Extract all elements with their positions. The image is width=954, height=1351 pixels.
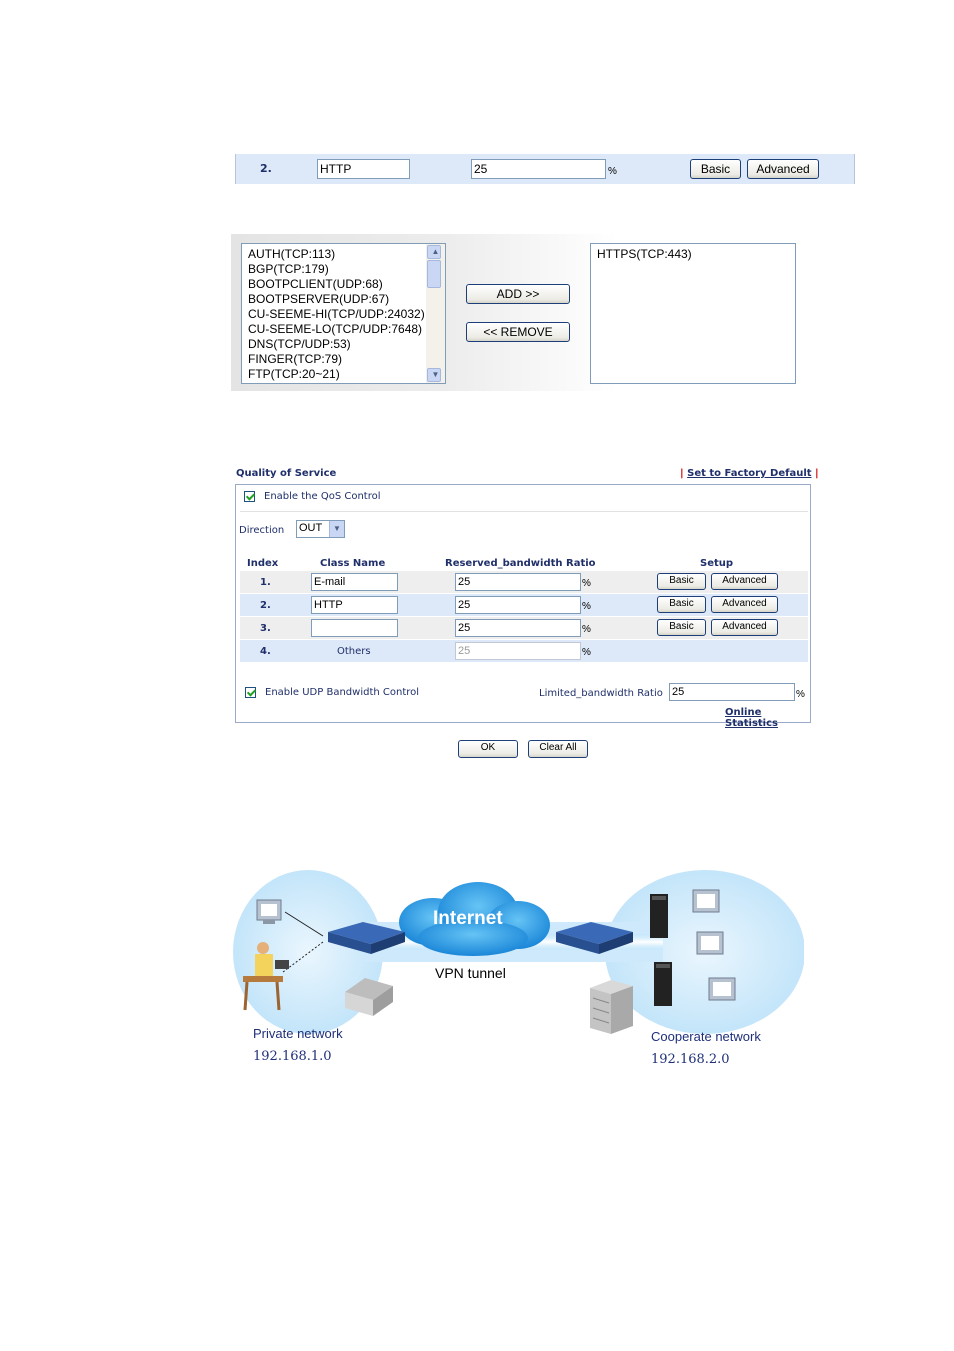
server-icon (650, 894, 668, 938)
private-network-title: Private network (253, 1026, 343, 1041)
cooperate-network-title: Cooperate network (651, 1029, 761, 1044)
list-item[interactable]: FTP(TCP:20~21) (248, 367, 340, 381)
cooperate-network-ip: 192.168.2.0 (651, 1052, 730, 1067)
table-row: 3. 25 % Basic Advanced (240, 617, 808, 639)
advanced-button[interactable]: Advanced (711, 573, 778, 590)
server-icon (654, 962, 672, 1006)
percent-sign: % (582, 647, 591, 658)
service-picker: AUTH(TCP:113)BGP(TCP:179)BOOTPCLIENT(UDP… (231, 234, 617, 391)
percent-sign: % (582, 601, 591, 612)
divider (240, 511, 808, 512)
direction-label: Direction (239, 525, 285, 536)
basic-button[interactable]: Basic (657, 573, 706, 590)
header-class-name: Class Name (320, 558, 386, 569)
house-icon (345, 978, 393, 1016)
monitor-icon (708, 977, 736, 1001)
percent-sign: % (582, 578, 591, 589)
ratio-input-disabled: 25 (455, 642, 581, 660)
monitor-icon (256, 899, 282, 924)
advanced-button[interactable]: Advanced (747, 159, 819, 179)
list-item[interactable]: AUTH(TCP:113) (248, 247, 336, 261)
header-index: Index (247, 558, 279, 569)
class-name-input[interactable]: E-mail (311, 573, 398, 591)
table-row: 4. Others 25 % (240, 640, 808, 662)
list-item[interactable]: BGP(TCP:179) (248, 262, 329, 276)
monitor-icon (692, 889, 720, 913)
basic-button[interactable]: Basic (657, 619, 706, 636)
enable-qos-label: Enable the QoS Control (264, 491, 381, 502)
factory-default-wrap: | Set to Factory Default | (680, 468, 819, 479)
percent-sign: % (582, 624, 591, 635)
list-item[interactable]: HTTPS(TCP:443) (597, 247, 692, 261)
row-index: 4. (260, 646, 271, 657)
vpn-diagram-art (233, 870, 805, 1034)
ratio-input[interactable]: 25 (455, 573, 581, 591)
vpn-diagram: Internet VPN tunnel Private network 192.… (233, 870, 805, 1075)
chevron-down-icon[interactable]: ▼ (329, 521, 344, 537)
server-rack-icon (590, 980, 633, 1034)
list-item[interactable]: CU-SEEME-HI(TCP/UDP:24032) (248, 307, 425, 321)
ratio-input[interactable]: 25 (471, 159, 606, 179)
monitor-icon (696, 931, 724, 955)
limited-ratio-input[interactable]: 25 (669, 683, 795, 701)
available-services-list[interactable]: AUTH(TCP:113)BGP(TCP:179)BOOTPCLIENT(UDP… (241, 243, 446, 384)
online-statistics-link[interactable]: Online Statistics (725, 707, 778, 729)
enable-qos-checkbox[interactable] (244, 491, 255, 502)
header-setup: Setup (700, 558, 734, 569)
router-left-icon (328, 922, 405, 954)
qos-panel: Enable the QoS Control Direction OUT ▼ I… (235, 484, 811, 729)
list-item[interactable]: DNS(TCP/UDP:53) (248, 337, 351, 351)
class-name-input[interactable]: HTTP (311, 596, 398, 614)
basic-button[interactable]: Basic (657, 596, 706, 613)
qos-title: Quality of Service (236, 468, 337, 479)
add-button[interactable]: ADD >> (466, 284, 570, 304)
internet-label: Internet (433, 908, 503, 929)
advanced-button[interactable]: Advanced (711, 619, 778, 636)
advanced-button[interactable]: Advanced (711, 596, 778, 613)
row-index: 2. (260, 162, 272, 175)
list-item[interactable]: FINGER(TCP:79) (248, 352, 343, 366)
percent-sign: % (608, 166, 617, 177)
list-scrollbar[interactable]: ▲ ▼ (426, 244, 445, 383)
selected-services-list[interactable]: HTTPS(TCP:443) (590, 243, 796, 384)
ratio-input[interactable]: 25 (455, 619, 581, 637)
router-right-icon (556, 922, 633, 954)
row-index: 3. (260, 623, 271, 634)
table-row: 1. E-mail 25 % Basic Advanced (240, 571, 808, 593)
list-item[interactable]: BOOTPCLIENT(UDP:68) (248, 277, 383, 291)
percent-sign: % (796, 689, 805, 700)
vpn-tunnel-label: VPN tunnel (435, 965, 506, 981)
header-ratio: Reserved_bandwidth Ratio (445, 558, 596, 569)
remove-button[interactable]: << REMOVE (466, 322, 570, 342)
direction-select[interactable]: OUT ▼ (296, 520, 345, 538)
class-row-snippet: 2. HTTP 25 % Basic Advanced (235, 154, 855, 184)
row-index: 1. (260, 577, 271, 588)
enable-udp-label: Enable UDP Bandwidth Control (265, 687, 420, 698)
private-network-ip: 192.168.1.0 (253, 1049, 332, 1064)
class-name-input[interactable] (311, 619, 398, 637)
internet-cloud-icon (399, 882, 550, 956)
direction-value: OUT (299, 522, 323, 534)
list-item[interactable]: CU-SEEME-LO(TCP/UDP:7648) (248, 322, 423, 336)
scroll-down-icon[interactable]: ▼ (427, 368, 441, 382)
clear-all-button[interactable]: Clear All (528, 740, 588, 758)
scroll-up-icon[interactable]: ▲ (427, 245, 441, 259)
row-index: 2. (260, 600, 271, 611)
others-label: Others (337, 646, 371, 657)
scroll-thumb[interactable] (427, 260, 441, 288)
ratio-input[interactable]: 25 (455, 596, 581, 614)
link-arrow (284, 911, 324, 937)
list-item[interactable]: BOOTPSERVER(UDP:67) (248, 292, 390, 306)
table-row: 2. HTTP 25 % Basic Advanced (240, 594, 808, 616)
factory-default-link[interactable]: Set to Factory Default (687, 468, 812, 479)
limited-ratio-label: Limited_bandwidth Ratio (539, 688, 663, 699)
ok-button[interactable]: OK (458, 740, 518, 758)
link-arrow (282, 941, 324, 973)
class-name-input[interactable]: HTTP (317, 159, 410, 179)
person-at-laptop-icon (243, 942, 289, 1011)
enable-udp-checkbox[interactable] (245, 687, 256, 698)
basic-button[interactable]: Basic (690, 159, 741, 179)
